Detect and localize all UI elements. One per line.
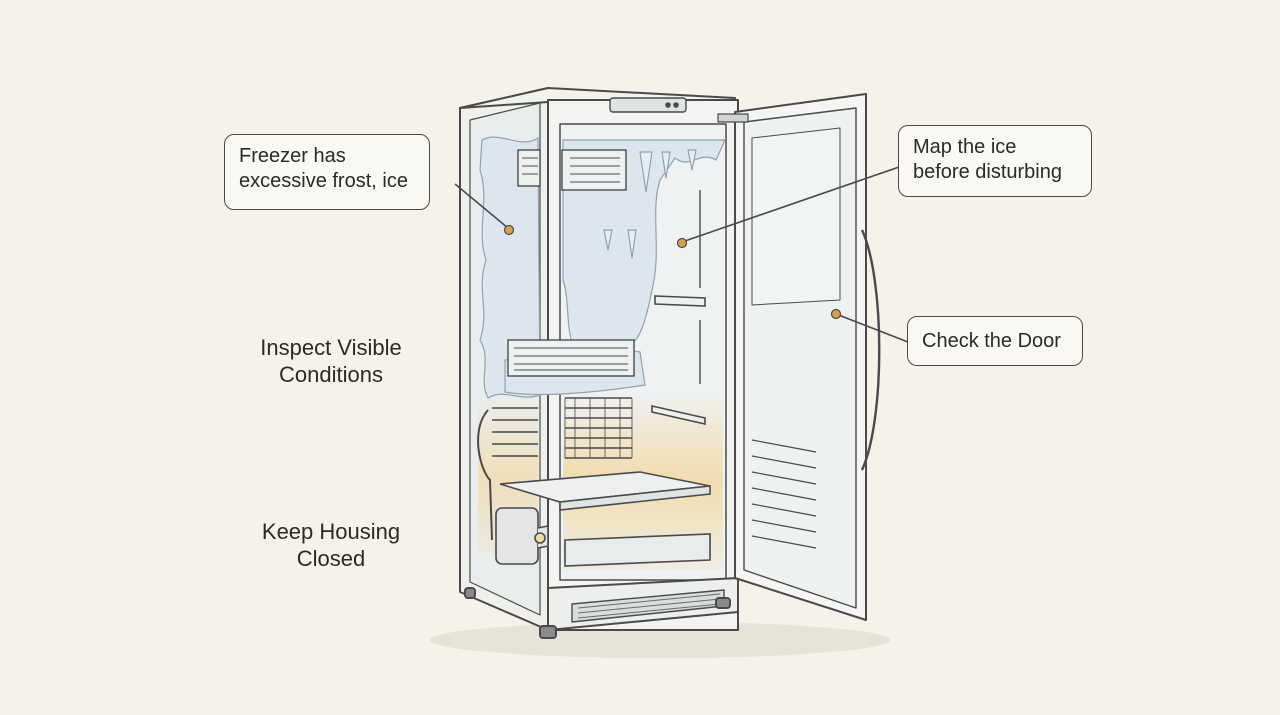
- leader-map-ice: [681, 165, 903, 243]
- callout-map-ice-line-1: Map the ice: [913, 136, 1017, 158]
- callout-door: Check the Door: [907, 316, 1083, 366]
- label-inspect-line-2: Conditions: [279, 362, 383, 387]
- leader-frost: [454, 183, 509, 229]
- door: [717, 93, 881, 621]
- label-housing-line-1: Keep Housing: [261, 519, 401, 544]
- shelves: [499, 295, 711, 567]
- marker-frost: [503, 224, 515, 236]
- marker-map-ice: [676, 237, 688, 249]
- label-keep-housing-closed: Keep Housing Closed: [230, 518, 432, 572]
- evaporator-vents: [507, 149, 635, 377]
- callout-frost-line-2: excessive frost, ice: [239, 170, 408, 192]
- callout-map-ice: Map the ice before disturbing: [898, 125, 1092, 197]
- callout-door-line-1: Check the Door: [922, 330, 1061, 352]
- markers: [503, 224, 842, 320]
- compressor: [495, 507, 549, 565]
- label-housing-line-2: Closed: [296, 546, 366, 571]
- callout-frost-line-1: Freezer has: [239, 145, 346, 167]
- marker-door: [830, 308, 842, 320]
- leader-lines: [454, 165, 909, 343]
- callout-map-ice-line-2: before disturbing: [913, 161, 1062, 183]
- callout-frost: Freezer has excessive frost, ice: [224, 134, 430, 210]
- leader-door: [835, 313, 909, 343]
- label-inspect-line-1: Inspect Visible: [260, 335, 402, 360]
- label-inspect-visible-conditions: Inspect Visible Conditions: [230, 334, 432, 388]
- condenser-coils: [477, 397, 633, 541]
